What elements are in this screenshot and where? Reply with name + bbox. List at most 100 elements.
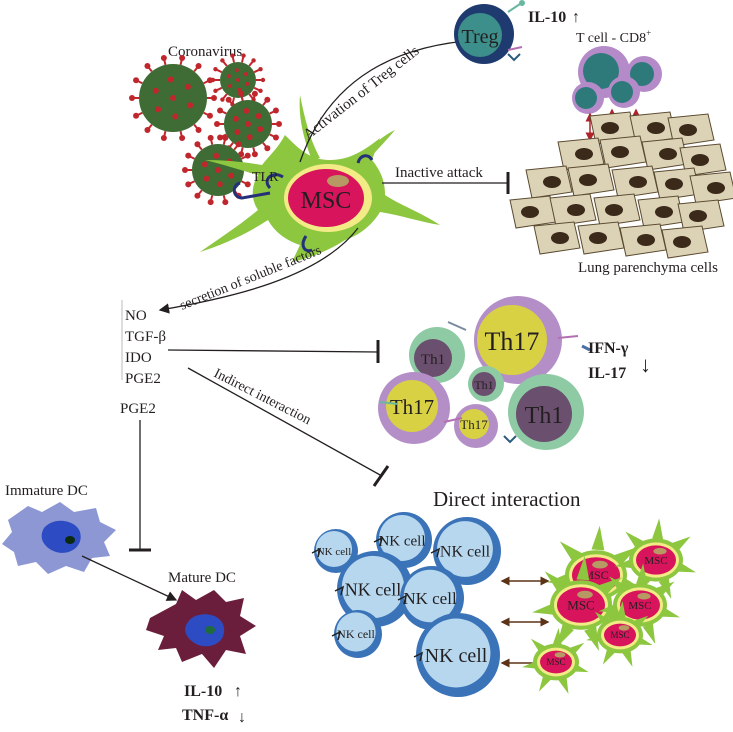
factor-no: NO <box>125 308 147 324</box>
coronavirus-particle <box>214 90 282 158</box>
th1-label: Th1 <box>421 352 445 368</box>
th1-label: Th1 <box>474 378 493 392</box>
msc-cell: MSC <box>586 600 653 667</box>
msc-cell: MSC <box>614 518 696 599</box>
tnf-alpha-label: TNF-α <box>182 707 228 724</box>
secretion-label: secretion of soluble factors <box>178 243 324 314</box>
coronavirus-group <box>129 53 282 206</box>
nk-cell: NK cell <box>334 551 413 627</box>
factor-pge2: PGE2 <box>125 371 161 387</box>
coronavirus-particle <box>210 53 266 107</box>
nk-cell: NK cell <box>331 610 382 658</box>
lung-cell <box>567 163 615 197</box>
msc-process <box>299 95 320 160</box>
activation-arrow <box>299 35 480 163</box>
il10-bottom-up-arrow: ↑ <box>234 683 242 700</box>
il10-top-label: IL-10 <box>528 9 566 26</box>
msc-cell-label: MSC <box>583 568 608 582</box>
lung-label: Lung parenchyma cells <box>578 260 718 276</box>
msc-cell-label: MSC <box>644 555 667 567</box>
indirect-label: Indirect interaction <box>211 366 313 428</box>
dc-maturation-arrow <box>81 555 178 601</box>
msc-cell: MSC <box>532 555 629 651</box>
lung-cell <box>661 225 709 259</box>
th-down-arrow: ↓ <box>640 352 651 377</box>
ifn-gamma-label: IFN-γ <box>588 340 629 357</box>
tlr-receptor <box>232 181 271 200</box>
lung-cell <box>677 199 725 233</box>
lung-cell <box>525 165 573 199</box>
immature-dc-label: Immature DC <box>5 483 88 499</box>
th17-label: Th17 <box>390 395 434 419</box>
nk-cell: NK cell <box>397 566 464 630</box>
nk-cell-label: NK cell <box>337 627 375 641</box>
treg-label: Treg <box>461 26 498 48</box>
msc-cell-label: MSC <box>567 598 594 613</box>
tlr-receptor <box>265 173 284 190</box>
lung-cell <box>509 195 557 229</box>
nk-cell: NK cell <box>311 529 358 573</box>
lung-cell <box>577 221 625 255</box>
th1-label: Th1 <box>525 403 564 429</box>
pge2-dc-label: PGE2 <box>120 401 156 417</box>
lung-cell <box>549 193 597 227</box>
lung-cell <box>637 195 685 229</box>
lung-cell <box>557 137 605 171</box>
nk-cell-label: NK cell <box>317 546 352 558</box>
immature-dc <box>2 502 116 574</box>
il10-bottom-label: IL-10 <box>184 683 222 700</box>
cd8-cell-group <box>572 46 662 142</box>
th-cell-cluster: Th1 Th17 Th1 Th17 Th17 Th1 <box>378 296 591 450</box>
msc-cluster: MSC MSC MSC MSC MSC MSC <box>522 518 696 694</box>
treg-cell: Treg <box>454 0 525 64</box>
tlr-label: TLR <box>252 170 279 185</box>
nk-cell-label: NK cell <box>440 544 491 561</box>
msc-cell-label: MSC <box>546 657 565 667</box>
msc-central: MSC TLR <box>200 95 440 262</box>
lung-cell <box>689 171 733 205</box>
tnf-alpha-down-arrow: ↓ <box>238 709 246 726</box>
msc-label: MSC <box>301 188 352 214</box>
th17-label: Th17 <box>485 327 540 356</box>
mature-dc-label: Mature DC <box>168 570 236 586</box>
factor-tgf-beta: TGF-β <box>125 329 166 345</box>
th17-label: Th17 <box>460 417 488 432</box>
il17-label: IL-17 <box>588 365 626 382</box>
mature-dc <box>146 590 256 668</box>
msc-cell-label: MSC <box>628 600 651 612</box>
msc-process <box>365 130 395 160</box>
factor-ido: IDO <box>125 350 152 366</box>
lung-cell <box>533 221 581 255</box>
msc-cell-label: MSC <box>610 630 629 640</box>
msc-receptor <box>301 235 313 253</box>
indirect-line <box>187 367 383 477</box>
msc-receptor <box>356 154 374 164</box>
lung-cell <box>611 165 659 199</box>
lung-cell <box>619 223 667 257</box>
activation-label: Activation of Treg cells <box>301 43 423 143</box>
msc-cell: MSC <box>522 627 589 694</box>
th-inhibition-line <box>167 349 379 353</box>
lung-cell <box>593 193 641 227</box>
nk-cell: NK cell <box>373 512 432 568</box>
coronavirus-particle <box>129 55 217 141</box>
nk-cell: NK cell <box>430 517 501 585</box>
coronavirus-particle <box>182 134 254 206</box>
nk-cell-label: NK cell <box>425 645 488 667</box>
inactive-attack-label: Inactive attack <box>395 165 483 181</box>
inhibition-bar <box>372 465 390 487</box>
lung-cell <box>653 167 701 201</box>
nk-cell-label: NK cell <box>378 533 425 549</box>
lung-cell <box>599 135 647 169</box>
nk-cell: NK cell <box>413 613 500 697</box>
coronavirus-label: Coronavirus <box>168 44 242 60</box>
nk-cell-label: NK cell <box>345 579 401 599</box>
cd8-label: T cell - CD8+ <box>576 28 651 46</box>
direct-interaction-label: Direct interaction <box>433 487 581 511</box>
lung-parenchyma <box>509 111 733 259</box>
nk-cell-label: NK cell <box>403 589 457 608</box>
secretion-arrow <box>158 227 359 314</box>
